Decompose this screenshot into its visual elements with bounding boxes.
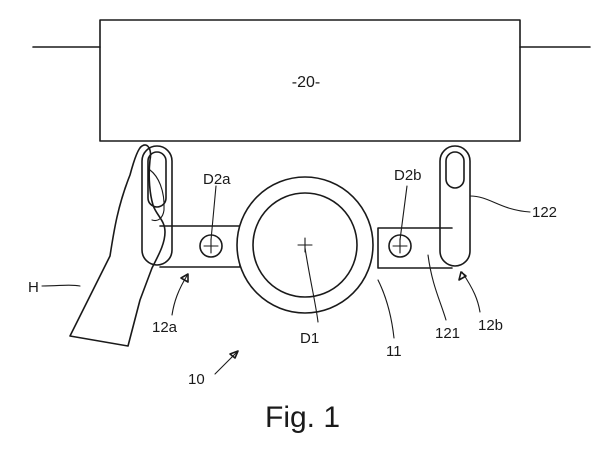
- leader-12b: [461, 271, 481, 313]
- leader-12a: [171, 273, 189, 316]
- unit-box-label: -20-: [292, 74, 320, 91]
- label-11: 11: [386, 343, 402, 360]
- label-121: 121: [435, 325, 460, 342]
- label-d2a: D2a: [203, 171, 231, 188]
- leader-d1: [304, 247, 319, 323]
- figure-caption: Fig. 1: [265, 401, 340, 434]
- label-12a: 12a: [152, 319, 178, 336]
- arrow-10: [229, 350, 239, 359]
- arrow-12b: [458, 271, 467, 281]
- leader-d2a: [210, 185, 217, 241]
- hand-finger-line: [149, 169, 165, 222]
- arrow-12a: [180, 273, 189, 283]
- label-12b: 12b: [478, 317, 503, 334]
- hand-outline: [69, 144, 166, 347]
- label-122: 122: [532, 204, 557, 221]
- label-d2b: D2b: [394, 167, 422, 184]
- unit-box: [99, 19, 521, 142]
- leader-121: [427, 254, 447, 321]
- right-grip: [377, 145, 471, 269]
- ring-11: [236, 176, 374, 314]
- label-hand: H: [28, 279, 39, 296]
- label-10: 10: [188, 371, 205, 388]
- leader-hand: [41, 284, 81, 287]
- label-d1: D1: [300, 330, 319, 347]
- leader-11: [377, 279, 395, 339]
- leader-10: [214, 350, 239, 375]
- leader-122: [469, 195, 531, 213]
- leader-d2b: [399, 185, 408, 241]
- left-grip: [141, 145, 241, 268]
